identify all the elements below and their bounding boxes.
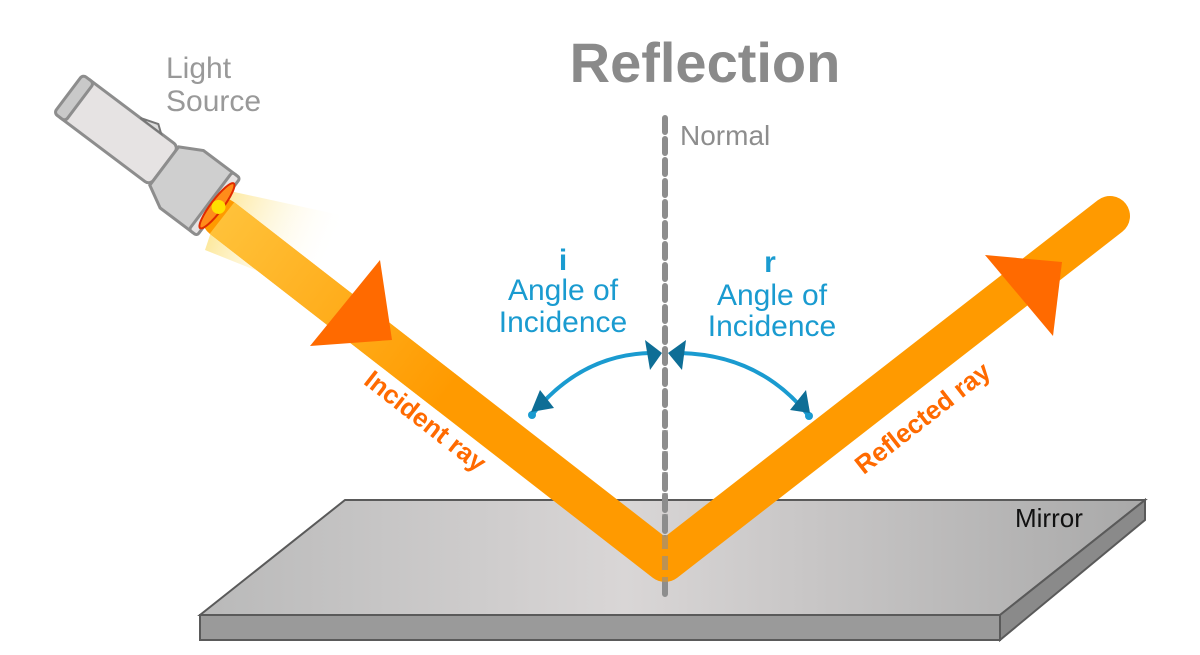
- angle-of-incidence-arc: [528, 340, 662, 419]
- arc-arrowhead-icon: [531, 390, 554, 412]
- incident-ray-glow: [209, 202, 463, 411]
- angle-label-line1: Angle of: [508, 274, 619, 307]
- incident-arrowhead-icon: [310, 260, 392, 346]
- angle-symbol-i: i: [559, 244, 567, 277]
- light-source-label-line1: Light: [166, 52, 232, 85]
- arc-arrowhead-icon: [668, 340, 686, 370]
- angle-of-incidence-label: i Angle of Incidence: [499, 244, 627, 339]
- normal-label: Normal: [680, 120, 770, 151]
- angle-label-line1: Angle of: [717, 279, 828, 312]
- flashlight-icon: [54, 74, 241, 236]
- light-source-label-line2: Source: [166, 85, 261, 118]
- arc-arrowhead-icon: [645, 340, 662, 370]
- mirror-label: Mirror: [1015, 503, 1083, 533]
- angle-of-reflection-label: r Angle of Incidence: [708, 246, 836, 343]
- diagram-title: Reflection: [570, 31, 841, 94]
- reflected-arrowhead-icon: [985, 255, 1062, 336]
- arc-arrowhead-icon: [790, 390, 810, 413]
- angle-symbol-r: r: [764, 246, 776, 279]
- angle-label-line2: Incidence: [708, 310, 836, 343]
- angle-of-reflection-arc: [668, 340, 813, 420]
- angle-label-line2: Incidence: [499, 306, 627, 339]
